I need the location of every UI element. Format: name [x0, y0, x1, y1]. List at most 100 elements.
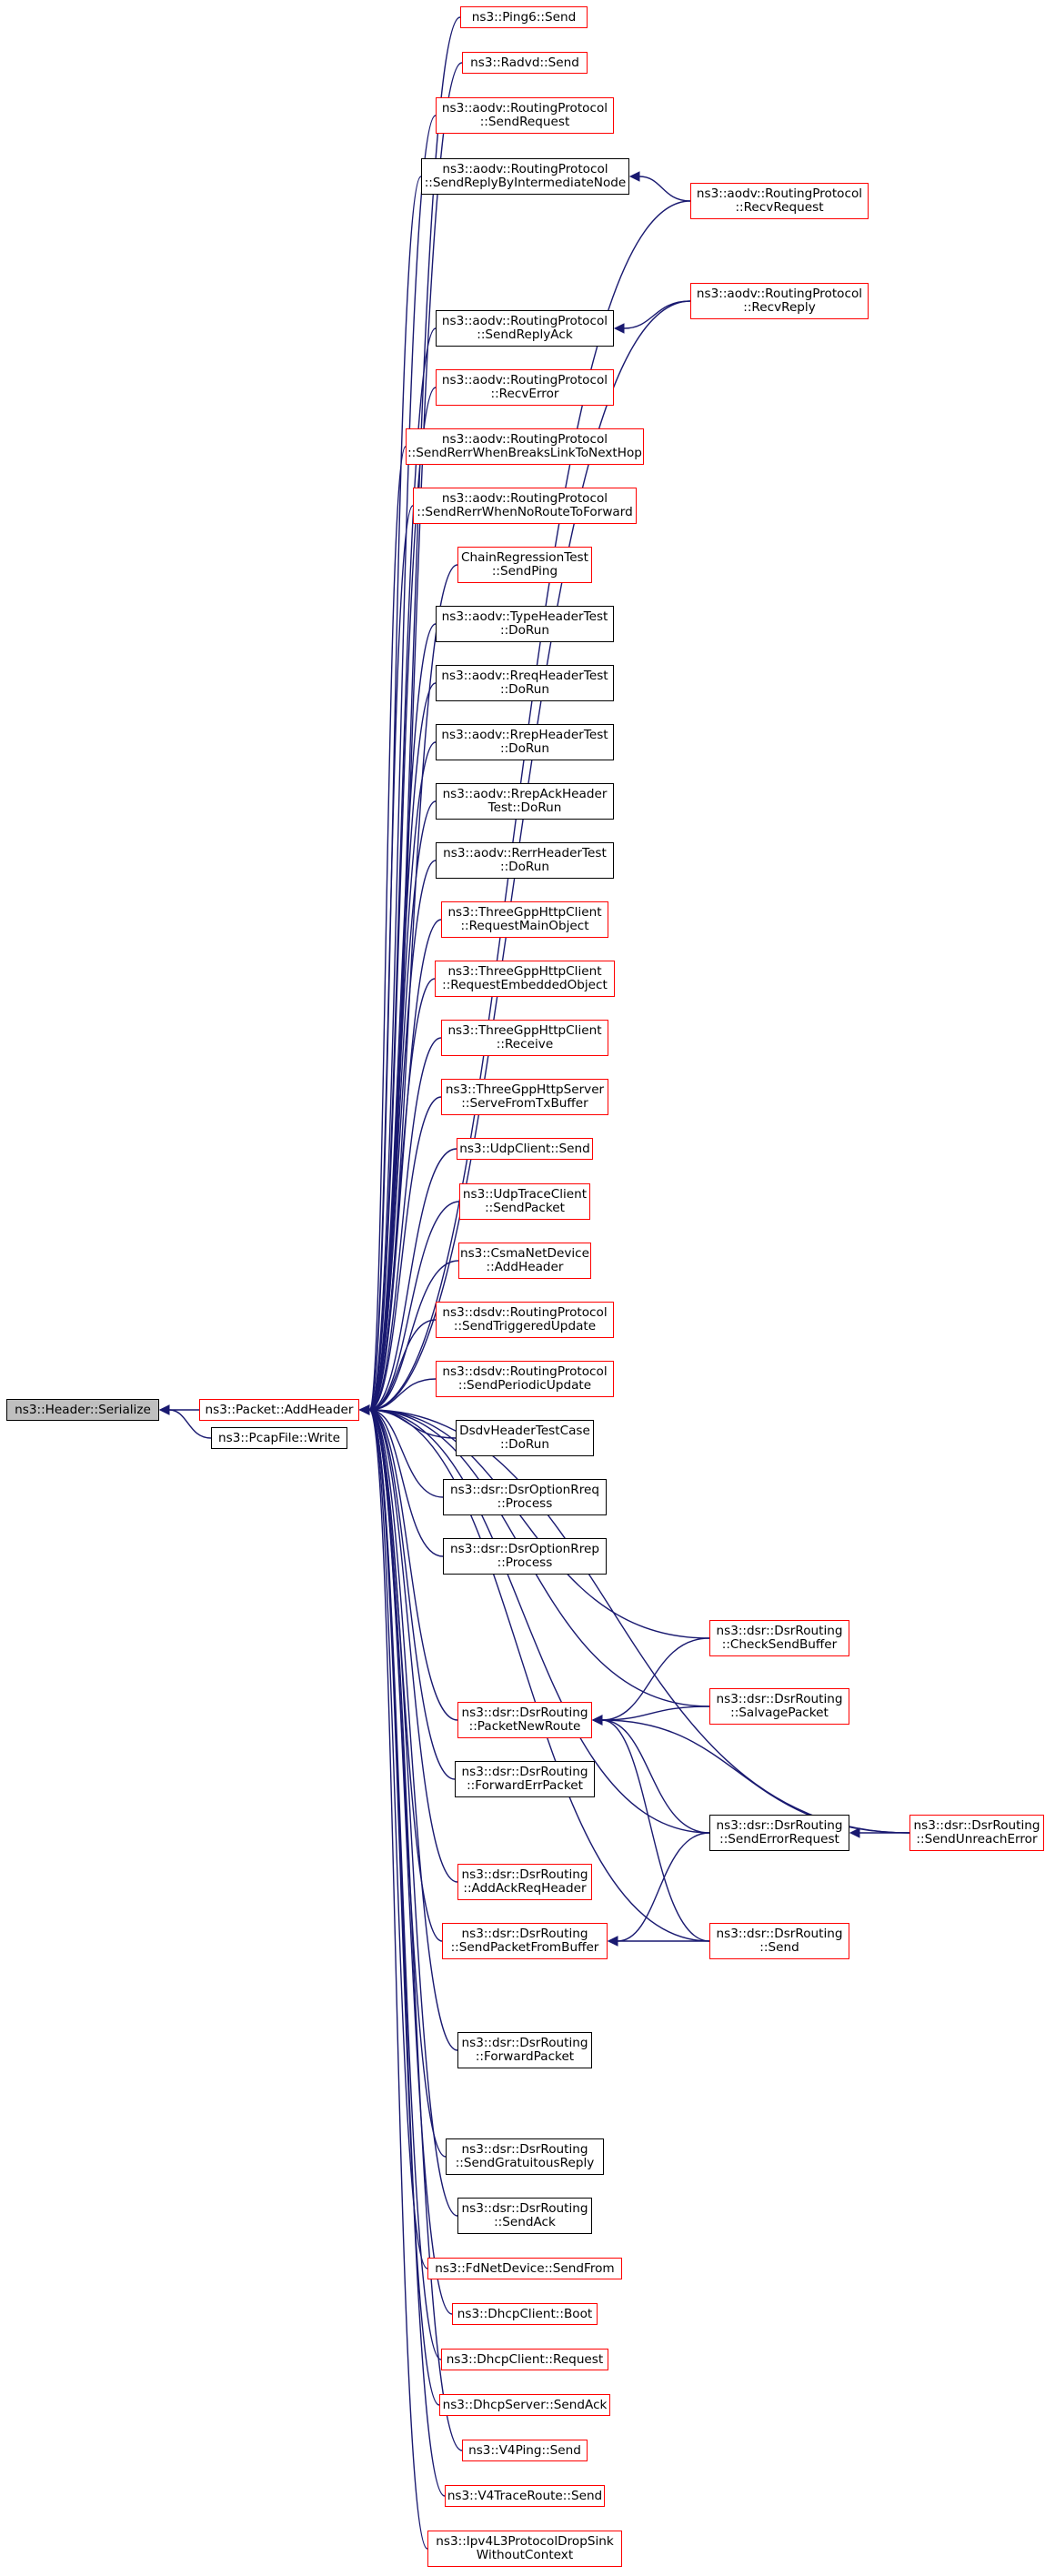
node-label: ::CheckSendBuffer	[721, 1637, 838, 1652]
node-label: ::SendRerrWhenNoRouteToForward	[417, 505, 633, 519]
node-label: ::Send	[759, 1940, 799, 1955]
node-typeheadertest[interactable]: ns3::aodv::TypeHeaderTest::DoRun	[436, 606, 614, 642]
node-label: ::SendPeriodicUpdate	[457, 1378, 592, 1393]
node-dhcpsendack[interactable]: ns3::DhcpServer::SendAck	[439, 2394, 610, 2416]
node-label: ::DoRun	[499, 623, 549, 638]
node-rreqheadertest[interactable]: ns3::aodv::RreqHeaderTest::DoRun	[436, 665, 614, 701]
edge-arrowhead	[613, 323, 625, 334]
node-udpclientsend[interactable]: ns3::UdpClient::Send	[457, 1138, 593, 1160]
edge-dsrsenderrreq-to-dsrsendfrombuffer	[617, 1832, 710, 1942]
node-label: ns3::dsr::DsrRouting	[461, 1765, 588, 1779]
edge-dsrrreqprocess-to-addheader	[368, 1409, 444, 1498]
node-fdsendfrom[interactable]: ns3::FdNetDevice::SendFrom	[427, 2258, 622, 2279]
node-label: ::SendPacketFromBuffer	[450, 1940, 599, 1955]
edge-dsrchecksend-to-addheader	[368, 1409, 710, 1639]
node-label: ::SendGratuitousReply	[455, 2156, 595, 2170]
node-httpreqmain[interactable]: ns3::ThreeGppHttpClient::RequestMainObje…	[441, 901, 608, 938]
node-label: ns3::aodv::RoutingProtocol	[441, 314, 608, 328]
node-aodvrecverror[interactable]: ns3::aodv::RoutingProtocol::RecvError	[436, 369, 614, 406]
node-label: ns3::Header::Serialize	[15, 1402, 151, 1417]
node-v4pingsend[interactable]: ns3::V4Ping::Send	[462, 2440, 588, 2461]
node-dsrsenderrreq[interactable]: ns3::dsr::DsrRouting::SendErrorRequest	[709, 1815, 849, 1851]
node-chainsendping[interactable]: ChainRegressionTest::SendPing	[457, 547, 592, 583]
edge-dsdvperiodic-to-addheader	[368, 1378, 437, 1411]
edge-arrowhead	[607, 1936, 618, 1947]
node-label: ::SalvagePacket	[730, 1706, 829, 1720]
node-aodvrecvreply[interactable]: ns3::aodv::RoutingProtocol::RecvReply	[690, 283, 869, 319]
edge-arrowhead	[591, 1715, 603, 1726]
node-csmaaddheader[interactable]: ns3::CsmaNetDevice::AddHeader	[458, 1243, 591, 1279]
node-label: ns3::aodv::RoutingProtocol	[696, 287, 863, 301]
node-label: ::SendRequest	[479, 115, 570, 129]
node-dsrchecksend[interactable]: ns3::dsr::DsrRouting::CheckSendBuffer	[709, 1620, 849, 1656]
edge-dsrforwarderr-to-addheader	[368, 1409, 456, 1780]
node-label: ::Process	[497, 1555, 553, 1570]
node-v4tracesend[interactable]: ns3::V4TraceRoute::Send	[445, 2485, 605, 2507]
node-dsrgratuitous[interactable]: ns3::dsr::DsrRouting::SendGratuitousRepl…	[446, 2138, 604, 2175]
node-label: ns3::dsr::DsrRouting	[461, 1927, 588, 1941]
node-label: ns3::PcapFile::Write	[218, 1430, 340, 1445]
node-httpreqembedded[interactable]: ns3::ThreeGppHttpClient::RequestEmbedded…	[435, 961, 615, 997]
node-label: ns3::aodv::RerrHeaderTest	[443, 846, 607, 860]
node-aodvrecvrequest[interactable]: ns3::aodv::RoutingProtocol::RecvRequest	[690, 183, 869, 219]
node-label: ns3::aodv::RoutingProtocol	[441, 432, 608, 447]
node-httpserve[interactable]: ns3::ThreeGppHttpServer::ServeFromTxBuff…	[441, 1079, 608, 1115]
node-label: ::DoRun	[499, 1437, 549, 1452]
node-dhcprequest[interactable]: ns3::DhcpClient::Request	[441, 2349, 608, 2370]
node-label: ::Process	[497, 1496, 553, 1511]
edge-v4tracesend-to-addheader	[368, 1409, 446, 2497]
node-label: ::SendAck	[494, 2215, 556, 2229]
node-radvdsend[interactable]: ns3::Radvd::Send	[462, 52, 588, 74]
node-dsrrrepprocess[interactable]: ns3::dsr::DsrOptionRrep::Process	[443, 1538, 607, 1575]
edge-aodvrecvreply-to-aodvsendreplyack	[623, 300, 691, 329]
node-label: ::SendReplyByIntermediateNode	[424, 176, 627, 190]
node-label: ns3::aodv::RoutingProtocol	[441, 101, 608, 116]
node-label: ::ServeFromTxBuffer	[461, 1096, 588, 1111]
node-label: ns3::aodv::RoutingProtocol	[441, 373, 608, 387]
node-rerrheadertest[interactable]: ns3::aodv::RerrHeaderTest::DoRun	[436, 842, 614, 879]
node-dsrsalvage[interactable]: ns3::dsr::DsrRouting::SalvagePacket	[709, 1688, 849, 1725]
node-aodvsendreplyack[interactable]: ns3::aodv::RoutingProtocol::SendReplyAck	[436, 310, 614, 347]
node-dsrpacketnewroute[interactable]: ns3::dsr::DsrRouting::PacketNewRoute	[457, 1702, 592, 1738]
node-label: ns3::dsr::DsrRouting	[461, 2036, 588, 2050]
node-label: ns3::aodv::RrepAckHeader	[442, 787, 608, 801]
node-aodvsendrerrnoroute[interactable]: ns3::aodv::RoutingProtocol::SendRerrWhen…	[413, 488, 637, 524]
node-label: ns3::dsr::DsrOptionRrep	[450, 1542, 599, 1556]
node-label: ::ForwardErrPacket	[467, 1778, 583, 1793]
node-dsdvperiodic[interactable]: ns3::dsdv::RoutingProtocol::SendPeriodic…	[436, 1361, 614, 1397]
node-dhcpboot[interactable]: ns3::DhcpClient::Boot	[452, 2303, 598, 2325]
node-dsrsend[interactable]: ns3::dsr::DsrRouting::Send	[709, 1923, 849, 1959]
edge-fdsendfrom-to-addheader	[368, 1409, 428, 2269]
node-dsrsendack[interactable]: ns3::dsr::DsrRouting::SendAck	[457, 2198, 592, 2234]
node-dsrsendfrombuffer[interactable]: ns3::dsr::DsrRouting::SendPacketFromBuff…	[442, 1923, 608, 1959]
node-label: ns3::dsr::DsrOptionRreq	[450, 1483, 599, 1497]
node-dsrrreqprocess[interactable]: ns3::dsr::DsrOptionRreq::Process	[443, 1479, 607, 1515]
node-ping6send[interactable]: ns3::Ping6::Send	[460, 6, 588, 28]
edge-dsrsenderrreq-to-addheader	[368, 1409, 710, 1834]
node-addheader[interactable]: ns3::Packet::AddHeader	[199, 1399, 359, 1421]
edge-dsdvtriggered-to-addheader	[368, 1319, 437, 1411]
node-label: ::RecvRequest	[735, 200, 824, 215]
node-dsraddackreq[interactable]: ns3::dsr::DsrRouting::AddAckReqHeader	[457, 1864, 592, 1900]
node-aodvsendrequest[interactable]: ns3::aodv::RoutingProtocol::SendRequest	[436, 97, 614, 134]
node-label: ns3::aodv::RrepHeaderTest	[441, 728, 608, 742]
node-dsrsendunreach[interactable]: ns3::dsr::DsrRouting::SendUnreachError	[909, 1815, 1044, 1851]
node-label: ns3::aodv::TypeHeaderTest	[441, 609, 608, 624]
node-dsrforwarderr[interactable]: ns3::dsr::DsrRouting::ForwardErrPacket	[455, 1761, 595, 1797]
node-dsdvheadertest[interactable]: DsdvHeaderTestCase::DoRun	[456, 1420, 594, 1456]
node-label: ns3::UdpTraceClient	[462, 1187, 588, 1202]
edge-httpreqembedded-to-addheader	[368, 978, 436, 1411]
node-udptracesend[interactable]: ns3::UdpTraceClient::SendPacket	[459, 1183, 590, 1220]
node-aodvsendrerrbreaks[interactable]: ns3::aodv::RoutingProtocol::SendRerrWhen…	[406, 428, 644, 465]
node-aodvsendreplybyinter[interactable]: ns3::aodv::RoutingProtocol::SendReplyByI…	[421, 158, 629, 195]
edge-httpreceive-to-addheader	[368, 1037, 442, 1411]
node-dsrforwardpacket[interactable]: ns3::dsr::DsrRouting::ForwardPacket	[457, 2032, 592, 2068]
edge-udptracesend-to-addheader	[368, 1201, 460, 1411]
node-httpreceive[interactable]: ns3::ThreeGppHttpClient::Receive	[441, 1020, 608, 1056]
node-dsdvtriggered[interactable]: ns3::dsdv::RoutingProtocol::SendTriggere…	[436, 1302, 614, 1338]
node-pcapwrite[interactable]: ns3::PcapFile::Write	[211, 1427, 347, 1449]
node-rrepheadertest[interactable]: ns3::aodv::RrepHeaderTest::DoRun	[436, 724, 614, 760]
